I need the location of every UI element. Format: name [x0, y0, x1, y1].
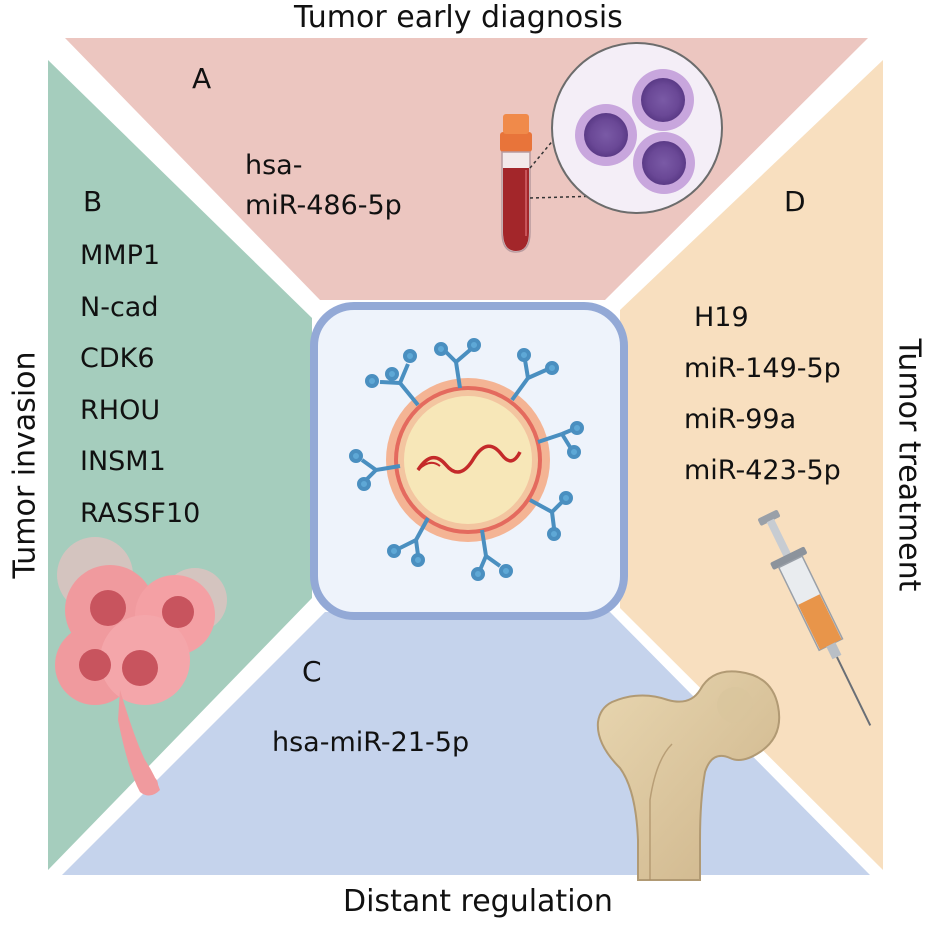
receptors-icon — [349, 338, 584, 581]
panel-b-item: INSM1 — [80, 446, 166, 477]
title-top: Tumor early diagnosis — [294, 0, 623, 35]
panel-b-item: N-cad — [80, 291, 159, 323]
panel-d-letter: D — [784, 185, 806, 218]
panel-b-item: RHOU — [80, 394, 161, 426]
panel-a-letter: A — [192, 62, 212, 95]
title-bottom: Distant regulation — [343, 884, 613, 919]
panel-d-item: miR-423-5p — [684, 455, 841, 486]
panel-b-item: RASSF10 — [80, 497, 201, 529]
panel-b-item: MMP1 — [80, 240, 161, 271]
panel-c-item-1: hsa-miR-21-5p — [272, 727, 470, 758]
panel-c-letter: C — [302, 655, 322, 688]
panel-d-item: miR-99a — [684, 404, 797, 435]
panel-d-item: H19 — [694, 302, 749, 333]
tumor-cells-icon — [55, 537, 227, 796]
syringe-icon — [758, 510, 872, 726]
panel-d-background — [620, 60, 883, 870]
title-right: Tumor treatment — [891, 338, 927, 592]
panel-d-item: miR-149-5p — [684, 353, 841, 384]
panel-b-letter: B — [83, 185, 103, 218]
title-left: Tumor invasion — [7, 351, 43, 579]
bone-icon — [596, 670, 781, 881]
panel-a-item-1: hsa- — [245, 150, 303, 181]
panel-d-list: H19 miR-149-5p miR-99a miR-423-5p — [684, 292, 841, 496]
exosome-icon — [386, 378, 550, 542]
blood-tube-icon — [500, 107, 601, 253]
panel-b-item: CDK6 — [80, 343, 155, 374]
blood-cells-icon — [551, 42, 723, 214]
panel-b-list: MMP1 N-cad CDK6 RHOU INSM1 RASSF10 — [80, 230, 200, 539]
panel-a-item-2: miR-486-5p — [245, 190, 402, 221]
